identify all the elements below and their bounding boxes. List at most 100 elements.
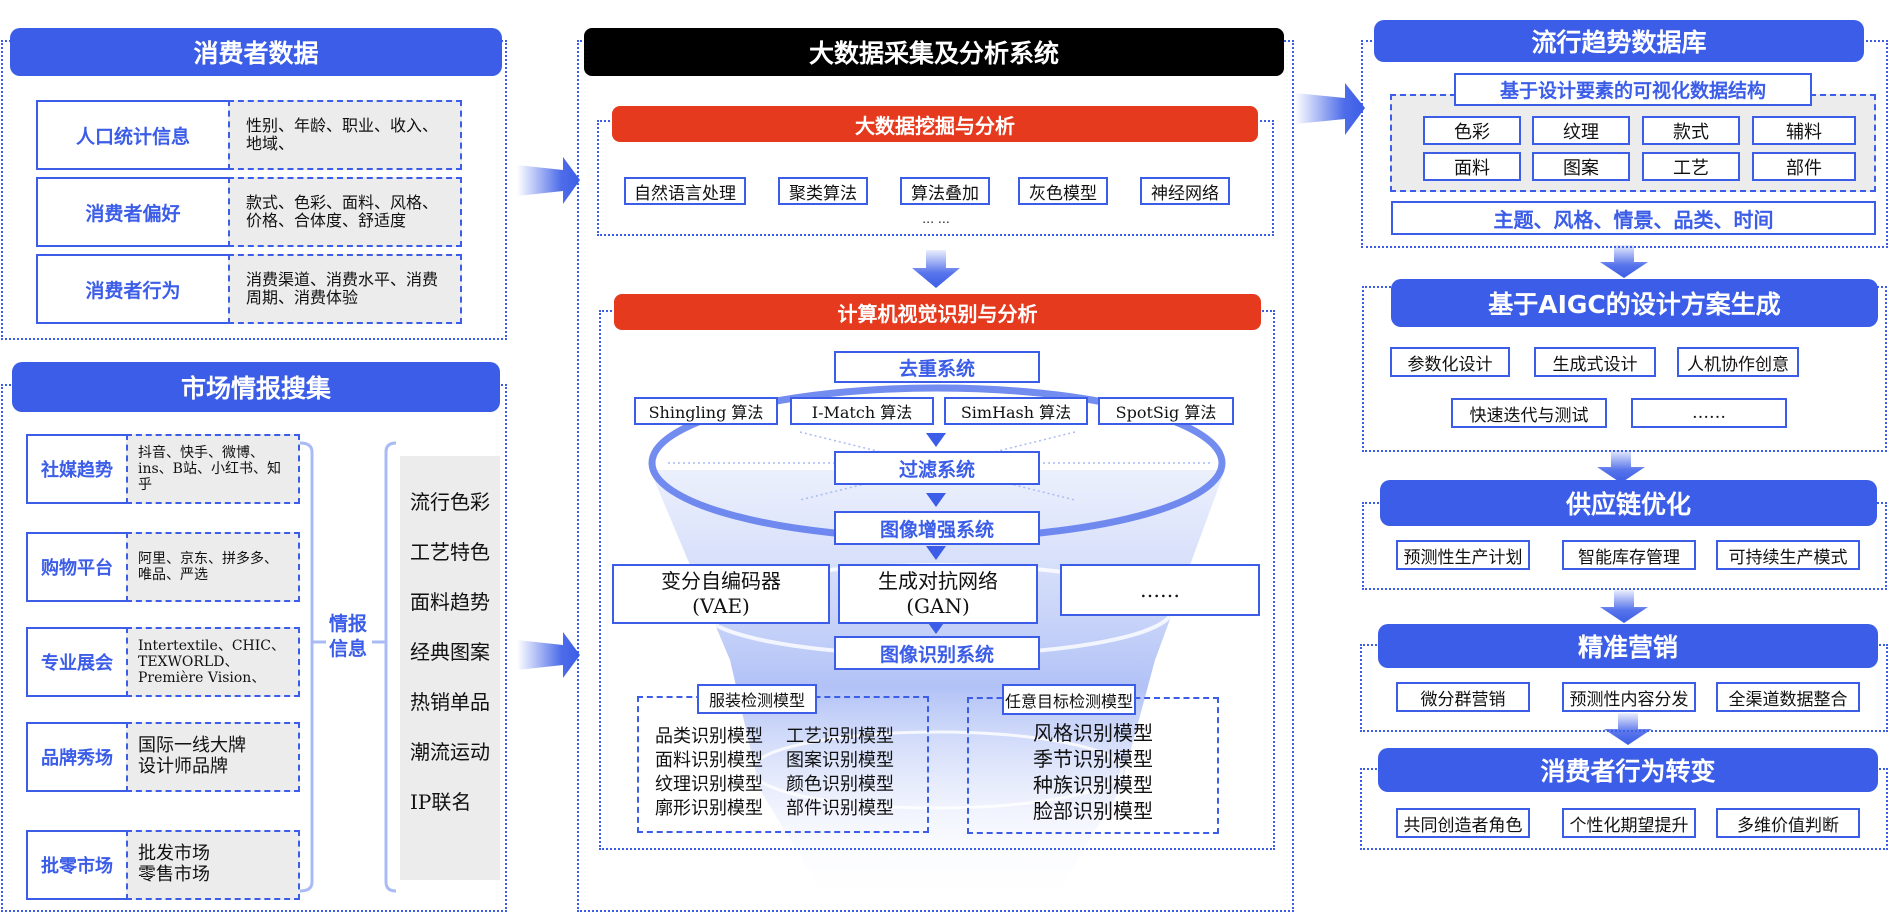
arrow-right-icon bbox=[517, 632, 580, 678]
intel-item: 热销单品 bbox=[410, 690, 490, 714]
apparel-models-grid: 品类识别模型工艺识别模型面料识别模型图案识别模型纹理识别模型颜色识别模型廓形识别… bbox=[655, 725, 917, 821]
intel-info-label: 情报 信息 bbox=[328, 613, 367, 660]
trend-dimensions: 主题、风格、情景、品类、时间 bbox=[1391, 201, 1876, 235]
target-model-item: 脸部识别模型 bbox=[1033, 799, 1153, 823]
arrow-down-icon bbox=[1597, 450, 1645, 483]
supply-item: 预测性生产计划 bbox=[1396, 540, 1530, 570]
consumer-row-label: 消费者偏好 bbox=[36, 177, 230, 247]
dedup-algorithm: I-Match 算法 bbox=[790, 397, 934, 425]
apparel-model-item: 面料识别模型 bbox=[655, 750, 763, 771]
consumer-row-label: 消费者行为 bbox=[36, 254, 230, 324]
mining-item: 算法叠加 bbox=[900, 177, 990, 205]
behavior-item: 多维价值判断 bbox=[1716, 808, 1860, 838]
arrow-down-icon bbox=[912, 250, 960, 288]
recognition-system: 图像识别系统 bbox=[834, 636, 1040, 670]
funnel-ring-low bbox=[750, 730, 1124, 810]
design-element: 工艺 bbox=[1642, 152, 1740, 181]
design-element: 色彩 bbox=[1423, 116, 1521, 145]
arrow-down-icon bbox=[926, 546, 946, 560]
design-element: 图案 bbox=[1532, 152, 1630, 181]
design-element: 部件 bbox=[1752, 152, 1856, 181]
apparel-model-item: 部件识别模型 bbox=[786, 798, 894, 819]
aigc-item: 快速迭代与测试 bbox=[1451, 398, 1607, 428]
consumer-row-detail: 消费渠道、消费水平、消费周期、消费体验 bbox=[228, 254, 462, 324]
marketing-item: 全渠道数据整合 bbox=[1716, 682, 1860, 712]
design-element: 款式 bbox=[1642, 116, 1740, 145]
trend-db-header: 流行趋势数据库 bbox=[1374, 20, 1864, 62]
generative-model: …… bbox=[1060, 564, 1260, 616]
generative-model: 变分自编码器 (VAE) bbox=[612, 564, 830, 624]
enhance-system: 图像增强系统 bbox=[834, 511, 1040, 545]
supply-item: 智能库存管理 bbox=[1562, 540, 1696, 570]
intel-item: 工艺特色 bbox=[410, 540, 490, 564]
supply-item: 可持续生产模式 bbox=[1716, 540, 1860, 570]
mining-more: … … bbox=[922, 212, 950, 226]
bigdata-system-header: 大数据采集及分析系统 bbox=[584, 28, 1284, 76]
generative-model: 生成对抗网络 (GAN) bbox=[838, 564, 1038, 624]
intel-item: 经典图案 bbox=[410, 640, 490, 664]
aigc-item: 人机协作创意 bbox=[1677, 347, 1799, 377]
filter-system: 过滤系统 bbox=[834, 451, 1040, 485]
bracket-left bbox=[299, 441, 314, 893]
arrow-down-icon bbox=[1600, 245, 1648, 278]
market-row-label: 批零市场 bbox=[26, 830, 128, 900]
market-row-detail: Intertextile、CHIC、TEXWORLD、Première Visi… bbox=[126, 627, 300, 697]
consumer-data-header: 消费者数据 bbox=[10, 28, 502, 76]
bracket-right bbox=[384, 441, 397, 893]
apparel-model-item: 纹理识别模型 bbox=[655, 774, 763, 795]
market-row-detail: 抖音、快手、微博、ins、B站、小红书、知乎 bbox=[126, 434, 300, 504]
market-intel-header: 市场情报搜集 bbox=[12, 362, 500, 412]
behavior-item: 个性化期望提升 bbox=[1562, 808, 1696, 838]
intel-item: 流行色彩 bbox=[410, 490, 490, 514]
behavior-item: 共同创造者角色 bbox=[1396, 808, 1530, 838]
arrow-down-icon bbox=[1600, 590, 1648, 623]
apparel-model-item: 工艺识别模型 bbox=[786, 726, 894, 747]
design-structure-title: 基于设计要素的可视化数据结构 bbox=[1454, 73, 1812, 106]
mining-item: 聚类算法 bbox=[778, 177, 868, 205]
market-row-label: 购物平台 bbox=[26, 532, 128, 602]
marketing-header: 精准营销 bbox=[1378, 624, 1878, 668]
arrow-down-icon bbox=[926, 493, 946, 507]
consumer-row-detail: 款式、色彩、面料、风格、价格、合体度、舒适度 bbox=[228, 177, 462, 247]
marketing-item: 预测性内容分发 bbox=[1562, 682, 1696, 712]
design-element: 辅料 bbox=[1752, 116, 1856, 145]
aigc-header: 基于AIGC的设计方案生成 bbox=[1391, 279, 1878, 327]
apparel-model-item: 廓形识别模型 bbox=[655, 798, 763, 819]
behavior-header: 消费者行为转变 bbox=[1378, 748, 1878, 792]
cv-header: 计算机视觉识别与分析 bbox=[614, 294, 1261, 330]
target-model-item: 季节识别模型 bbox=[1033, 747, 1153, 771]
design-element: 面料 bbox=[1423, 152, 1521, 181]
mining-item: 神经网络 bbox=[1140, 177, 1230, 205]
arrow-down-icon bbox=[926, 433, 946, 447]
apparel-model-item: 品类识别模型 bbox=[655, 726, 763, 747]
intel-item: 面料趋势 bbox=[410, 590, 490, 614]
dedup-system: 去重系统 bbox=[834, 351, 1040, 383]
target-model-item: 种族识别模型 bbox=[1033, 773, 1153, 797]
aigc-item: …… bbox=[1631, 398, 1787, 428]
design-element: 纹理 bbox=[1532, 116, 1630, 145]
dedup-algorithm: SpotSig 算法 bbox=[1098, 397, 1234, 425]
market-row-label: 社媒趋势 bbox=[26, 434, 128, 504]
target-detection-title: 任意目标检测模型 bbox=[1002, 684, 1136, 715]
apparel-detection-title: 服装检测模型 bbox=[697, 684, 817, 714]
target-models-list: 风格识别模型季节识别模型种族识别模型脸部识别模型 bbox=[967, 720, 1219, 824]
marketing-item: 微分群营销 bbox=[1396, 682, 1530, 712]
intel-item: 潮流运动 bbox=[410, 740, 490, 764]
mining-item: 自然语言处理 bbox=[624, 177, 746, 205]
apparel-model-item: 颜色识别模型 bbox=[786, 774, 894, 795]
intel-items-column: 流行色彩工艺特色面料趋势经典图案热销单品潮流运动 IP联名 bbox=[400, 456, 500, 880]
consumer-row-detail: 性别、年龄、职业、收入、地域、 bbox=[228, 100, 462, 170]
dedup-algorithm: SimHash 算法 bbox=[944, 397, 1088, 425]
market-row-detail: 国际一线大牌 设计师品牌 bbox=[126, 722, 300, 792]
intel-item: IP联名 bbox=[410, 790, 472, 814]
arrow-right-icon bbox=[517, 157, 580, 204]
supply-header: 供应链优化 bbox=[1380, 480, 1877, 526]
mining-header: 大数据挖掘与分析 bbox=[612, 106, 1258, 142]
target-model-item: 风格识别模型 bbox=[1033, 721, 1153, 745]
arrow-right-icon bbox=[1295, 83, 1365, 135]
market-row-label: 专业展会 bbox=[26, 627, 128, 697]
mining-item: 灰色模型 bbox=[1018, 177, 1108, 205]
market-row-detail: 批发市场 零售市场 bbox=[126, 830, 300, 900]
market-row-label: 品牌秀场 bbox=[26, 722, 128, 792]
arrow-down-icon bbox=[1604, 713, 1652, 745]
